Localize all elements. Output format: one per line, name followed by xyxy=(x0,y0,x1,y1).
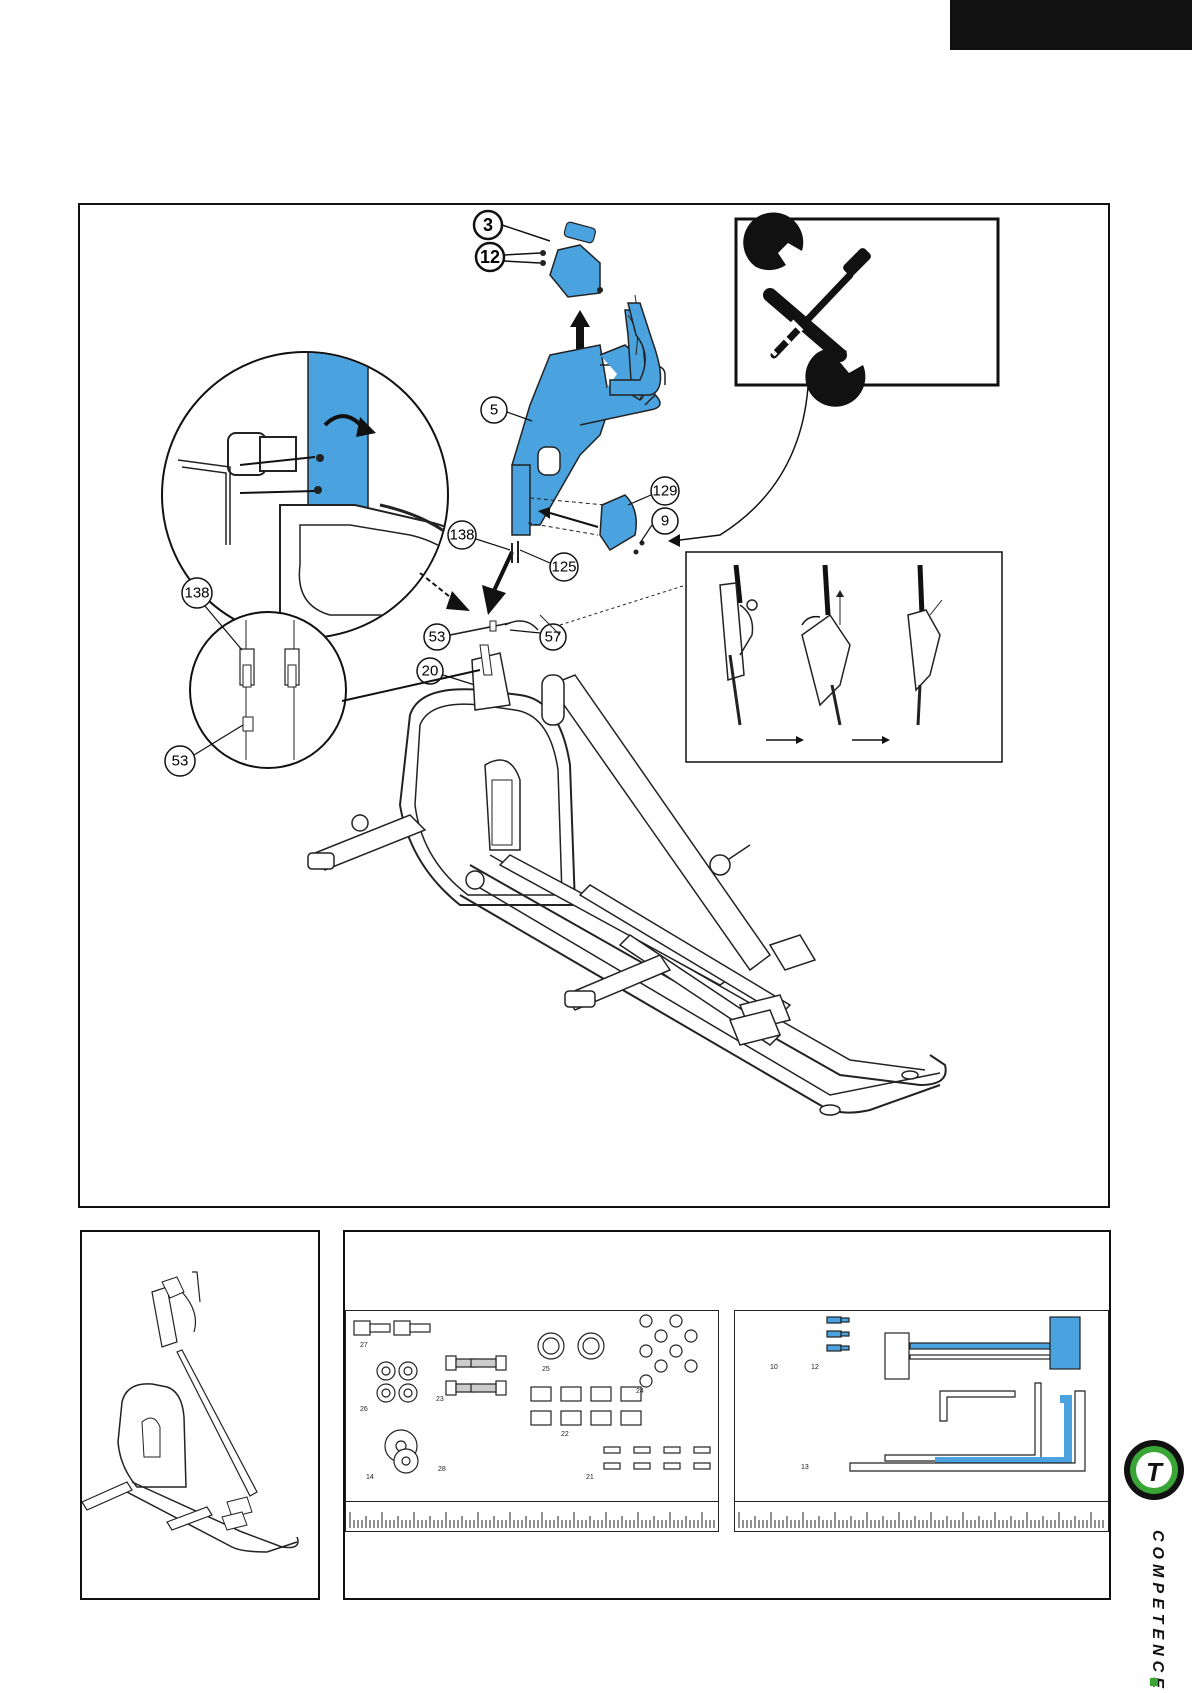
brand-name: COMPETENCE xyxy=(1138,1530,1166,1670)
callout-detail-53: 53 xyxy=(172,753,189,770)
tray1-label-0: 27 xyxy=(360,1342,368,1349)
page-corner-tab xyxy=(950,0,1192,50)
tray1-label-7: 24 xyxy=(636,1388,644,1395)
callout-5: 5 xyxy=(490,402,498,419)
overview-illustration xyxy=(82,1232,318,1598)
callout-3: 3 xyxy=(483,215,493,235)
hardware-tray-fasteners: 27 26 14 28 23 25 22 24 21 xyxy=(345,1310,719,1532)
callout-57: 57 xyxy=(545,629,562,646)
callout-20: 20 xyxy=(422,663,439,680)
callout-125: 125 xyxy=(551,559,576,576)
tray1-label-3: 28 xyxy=(438,1466,446,1473)
callout-138: 138 xyxy=(449,527,474,544)
tools-illustration: 10 12 13 xyxy=(735,1311,1108,1501)
tray1-label-6: 22 xyxy=(561,1431,569,1438)
direction-arrow xyxy=(420,552,512,615)
callout-129: 129 xyxy=(652,483,677,500)
ruler-tray1 xyxy=(346,1501,718,1531)
fasteners-illustration: 27 26 14 28 23 25 22 24 21 xyxy=(346,1311,718,1501)
competence-logo-icon: T xyxy=(1118,1420,1188,1520)
assembly-illustration: 3 12 5 129 9 138 125 53 57 xyxy=(80,205,1108,1206)
tray1-label-2: 14 xyxy=(366,1474,374,1481)
tray1-label-5: 25 xyxy=(542,1366,550,1373)
cable-connectors xyxy=(450,621,538,635)
tray2-label-2: 13 xyxy=(801,1464,809,1471)
main-assembly-diagram: 3 12 5 129 9 138 125 53 57 xyxy=(78,203,1110,1208)
hardware-tray-tools: 10 12 13 xyxy=(734,1310,1109,1532)
callout-12: 12 xyxy=(480,247,500,267)
tray1-label-8: 21 xyxy=(586,1474,594,1481)
callout-detail-138: 138 xyxy=(184,585,209,602)
callout-53: 53 xyxy=(429,629,446,646)
tray2-label-0: 10 xyxy=(770,1364,778,1371)
tools-box xyxy=(736,212,998,406)
ruler-tray2 xyxy=(735,1501,1108,1531)
logo-letter: T xyxy=(1146,1457,1164,1487)
callout-9: 9 xyxy=(661,513,669,530)
tray2-label-1: 12 xyxy=(811,1364,819,1371)
brand-block: T COMPETENCE xyxy=(1118,1420,1188,1675)
overview-thumbnail xyxy=(80,1230,320,1600)
tray1-label-1: 26 xyxy=(360,1406,368,1413)
tray1-label-4: 23 xyxy=(436,1396,444,1403)
